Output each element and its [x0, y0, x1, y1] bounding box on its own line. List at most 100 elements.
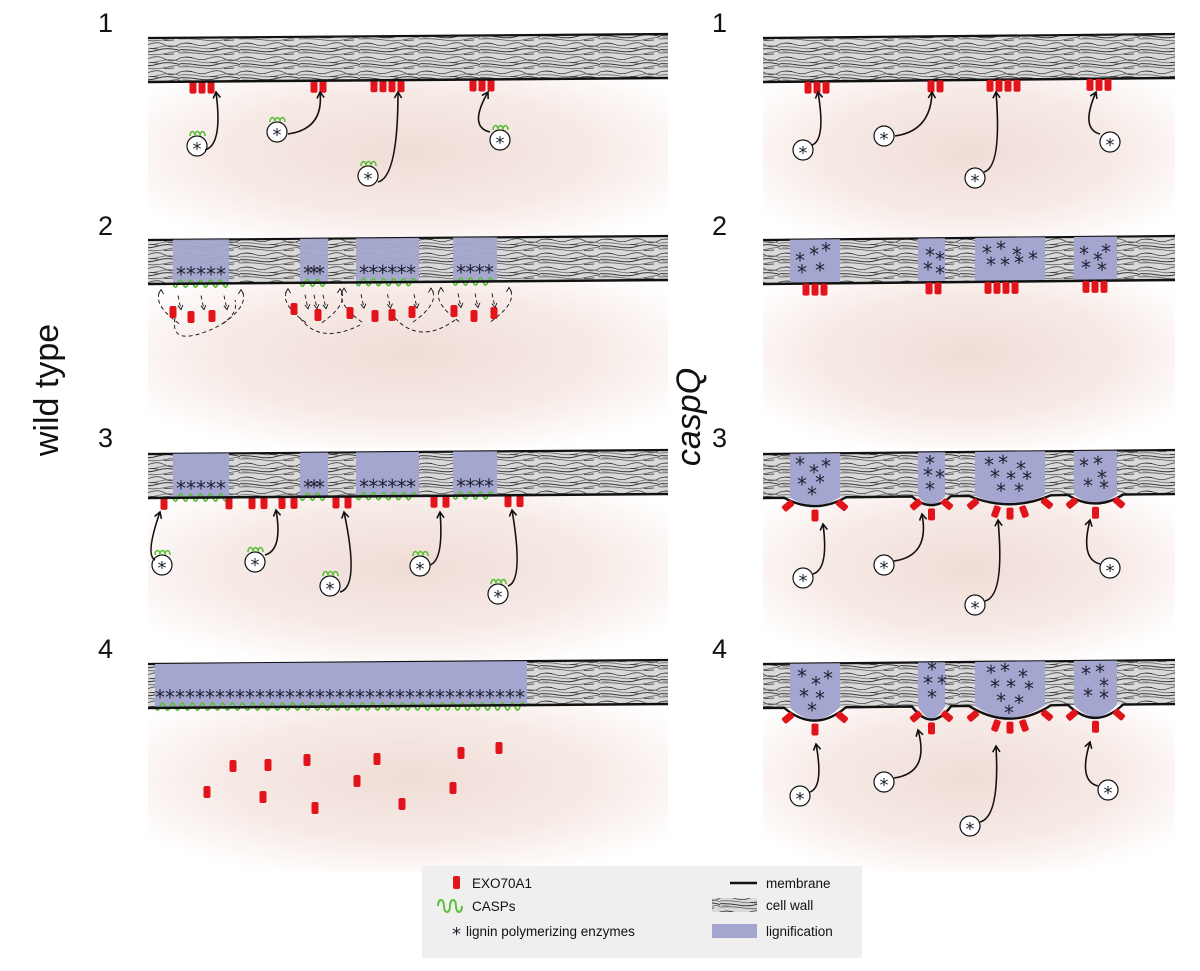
exo70a1-icon	[811, 723, 819, 736]
exo70a1-icon	[1040, 709, 1054, 721]
arrowhead-icon	[272, 508, 282, 517]
enzyme-asterisk-icon: *	[176, 263, 186, 287]
vesicle-icon	[1099, 131, 1121, 153]
enzyme-asterisk-icon: *	[496, 133, 505, 154]
casp-coil-icon	[247, 546, 264, 553]
enzyme-asterisk-icon: *	[823, 667, 833, 691]
vesicle-icon	[357, 165, 379, 187]
arrowhead-icon	[212, 90, 221, 99]
exo70a1-icon	[1112, 496, 1126, 509]
lignification-domain	[975, 451, 1045, 504]
lignification-band	[155, 661, 527, 708]
asterisk-legend-icon: *	[452, 924, 461, 945]
cytoplasm	[148, 278, 668, 448]
enzyme-asterisk-icon: *	[235, 686, 245, 710]
arrowhead-icon	[819, 522, 828, 531]
casp-coil-icon	[412, 550, 429, 557]
trafficking-arrow-icon	[1084, 741, 1099, 787]
step-number: 1	[98, 8, 113, 38]
enzyme-asterisk-icon: *	[206, 477, 216, 501]
exo70a1-icon	[1011, 281, 1019, 294]
enzyme-asterisk-icon: *	[359, 261, 369, 285]
exo70a1-icon	[1086, 78, 1094, 91]
enzyme-asterisk-icon: *	[925, 477, 935, 501]
cytoplasm	[148, 76, 668, 246]
lignification-domain	[918, 662, 945, 719]
exo70a1-icon	[1006, 507, 1014, 520]
dashed-arrow-icon	[299, 317, 361, 334]
lignification-domain	[1074, 450, 1117, 503]
exo70a1-icon	[490, 307, 498, 319]
enzyme-asterisk-icon: *	[364, 169, 373, 190]
enzyme-asterisk-icon: *	[515, 686, 525, 710]
enzyme-asterisk-icon: *	[937, 671, 947, 695]
cell-wall	[763, 34, 1175, 82]
enzyme-asterisk-icon: *	[809, 461, 819, 485]
enzyme-asterisk-icon: *	[335, 686, 345, 710]
legend-label-casps: CASPs	[472, 899, 516, 914]
exo70a1-icon	[1104, 78, 1112, 91]
dashed-arrow-icon	[394, 317, 456, 333]
casp-coil-icon	[492, 124, 509, 131]
enzyme-asterisk-icon: *	[295, 686, 305, 710]
cell-wall	[763, 660, 1175, 708]
trafficking-arrow-icon	[339, 511, 352, 593]
exo70a1-icon	[259, 791, 267, 803]
exo70a1-icon	[1092, 720, 1099, 733]
panel-cq-3: ***************************3	[712, 423, 1176, 662]
enzyme-asterisk-icon: *	[206, 263, 216, 287]
enzyme-asterisk-icon: *	[251, 555, 260, 576]
condition-label-wild-type: wild type	[28, 324, 66, 457]
enzyme-asterisk-icon: *	[925, 451, 935, 475]
enzyme-asterisk-icon: *	[1081, 256, 1091, 280]
enzyme-asterisk-icon: *	[397, 475, 407, 499]
enzyme-asterisk-icon: *	[1014, 691, 1024, 715]
enzyme-asterisk-icon: *	[923, 257, 933, 281]
arrowhead-icon	[481, 90, 489, 100]
enzyme-asterisk-icon: *	[990, 675, 1000, 699]
enzyme-asterisk-icon: *	[387, 261, 397, 285]
exo70a1-icon	[449, 782, 457, 794]
exo70a1-icon	[1082, 280, 1090, 293]
cell-wall-legend-icon	[712, 898, 757, 912]
casp-coil-icon	[154, 549, 171, 556]
enzyme-asterisk-icon: *	[1099, 476, 1109, 500]
exo70a1-icon	[248, 497, 256, 510]
exo70a1-icon	[187, 311, 195, 323]
vesicle-icon	[244, 551, 266, 573]
arrowhead-icon	[158, 288, 164, 295]
dashed-arrow-icon	[474, 293, 479, 308]
enzyme-asterisk-icon: *	[285, 686, 295, 710]
vesicle-icon	[266, 121, 288, 143]
enzyme-asterisk-icon: *	[927, 657, 937, 681]
enzyme-asterisk-icon: *	[1093, 452, 1103, 476]
membrane-line	[147, 278, 669, 286]
enzyme-asterisk-icon: *	[158, 558, 167, 579]
panel-cq-4: ****************************4	[712, 634, 1176, 872]
enzyme-asterisk-icon: *	[1104, 783, 1113, 804]
arrowhead-icon	[154, 510, 163, 520]
trafficking-arrow-icon	[1085, 519, 1101, 565]
enzyme-asterisk-icon: *	[996, 479, 1006, 503]
enzyme-asterisk-icon: *	[505, 686, 515, 710]
trafficking-arrow-icon	[893, 513, 925, 562]
lignification-domain	[790, 663, 840, 720]
enzyme-asterisk-icon: *	[925, 243, 935, 267]
arrowhead-icon	[200, 304, 207, 311]
exo70a1-icon	[1112, 708, 1126, 721]
enzyme-asterisk-icon: *	[1000, 253, 1010, 277]
lignification-domain	[790, 239, 840, 284]
exo70a1-icon	[1004, 79, 1012, 92]
trafficking-arrow-icon	[812, 523, 826, 575]
panel-cq-1: ****1	[712, 8, 1176, 246]
enzyme-asterisk-icon: *	[1095, 660, 1105, 684]
exo70a1-icon	[909, 498, 923, 511]
enzyme-asterisk-icon: *	[935, 261, 945, 285]
exo70a1-icon	[260, 497, 268, 510]
enzyme-asterisk-icon: *	[1079, 242, 1089, 266]
cell-wall	[763, 236, 1175, 284]
step-number: 1	[712, 8, 727, 38]
exo70a1-icon	[928, 722, 935, 735]
enzyme-asterisk-icon: *	[809, 243, 819, 267]
enzyme-asterisk-icon: *	[176, 477, 186, 501]
